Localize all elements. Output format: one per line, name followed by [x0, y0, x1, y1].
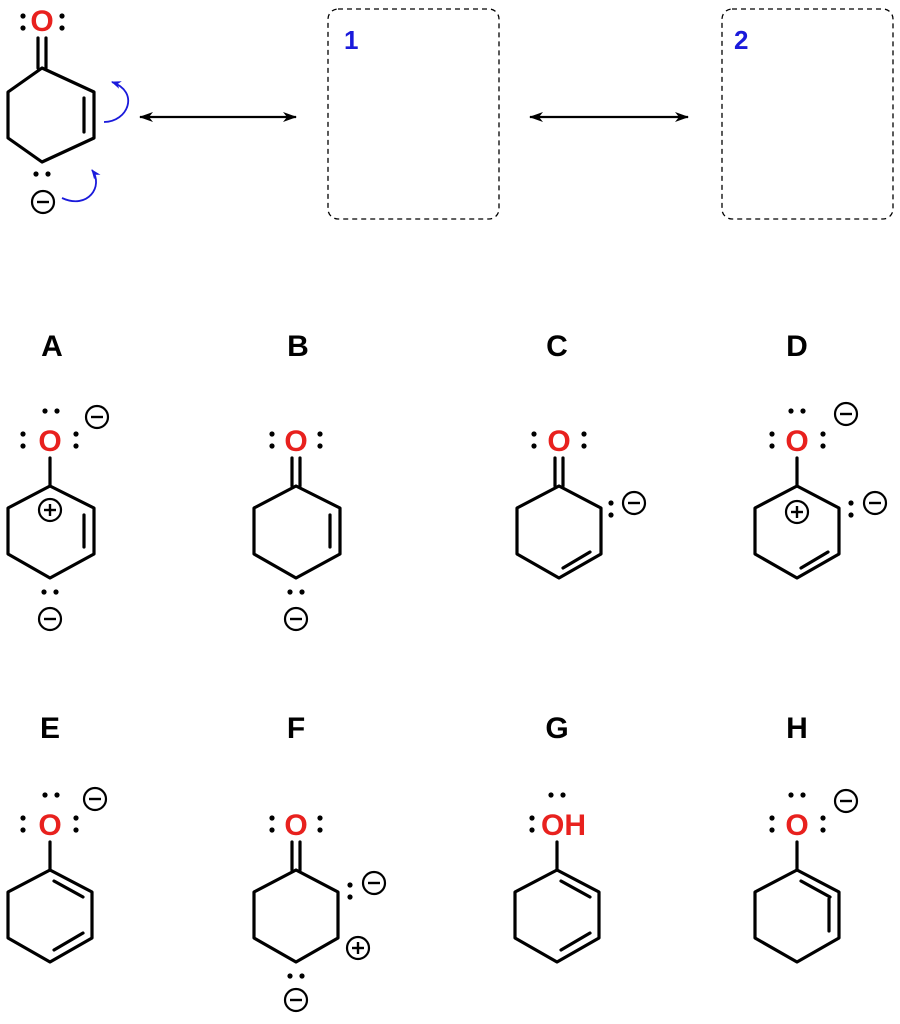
option-h[interactable]: H O — [753, 712, 859, 964]
answer-box-number: 2 — [734, 25, 748, 55]
minus-charge-icon — [84, 404, 110, 430]
minus-charge-icon — [37, 606, 63, 632]
minus-charge-icon — [361, 870, 387, 896]
curved-arrow-pi-bond — [103, 81, 130, 123]
answer-box-number: 1 — [344, 25, 358, 55]
answer-box-2[interactable]: 2 — [721, 8, 894, 220]
minus-charge-icon — [833, 788, 859, 814]
answer-box-1[interactable]: 1 — [327, 8, 500, 220]
oxygen-atom-label: O — [785, 809, 808, 842]
oxygen-atom-label: O — [38, 809, 61, 842]
minus-charge-icon — [621, 490, 647, 516]
plus-charge-icon — [784, 499, 810, 525]
option-f[interactable]: F O — [252, 712, 387, 1013]
option-letter: G — [545, 712, 568, 745]
option-letter: B — [287, 330, 309, 363]
option-letter: C — [546, 330, 568, 363]
minus-charge-icon — [283, 987, 309, 1013]
oxygen-atom-label: O — [284, 425, 307, 458]
minus-charge-icon — [82, 786, 108, 812]
option-a[interactable]: A O — [6, 330, 110, 632]
minus-charge-icon — [833, 401, 859, 427]
option-letter: D — [786, 330, 808, 363]
plus-charge-icon — [345, 935, 371, 961]
oxygen-atom-label: O — [547, 425, 570, 458]
minus-charge-icon — [30, 189, 56, 215]
plus-charge-icon — [37, 497, 63, 523]
option-d[interactable]: D O — [753, 330, 888, 580]
curved-arrow-lone-pair — [61, 169, 101, 203]
oxygen-atom-label: O — [38, 425, 61, 458]
option-e[interactable]: E O — [6, 712, 108, 964]
starting-structure: O − — [6, 5, 130, 215]
option-g[interactable]: G OH — [513, 712, 601, 964]
oxygen-atom-label: O — [785, 425, 808, 458]
minus-charge-icon — [283, 606, 309, 632]
option-c[interactable]: C O — [515, 330, 647, 580]
option-letter: H — [786, 712, 808, 745]
oxygen-atom-label: O — [284, 809, 307, 842]
minus-charge-icon — [862, 490, 888, 516]
oxygen-atom-label: O — [30, 5, 53, 38]
option-b[interactable]: B O — [252, 330, 342, 632]
option-letter: E — [40, 712, 60, 745]
option-letter: A — [41, 330, 63, 363]
option-letter: F — [287, 712, 305, 745]
hydroxyl-atom-label: OH — [541, 809, 586, 842]
